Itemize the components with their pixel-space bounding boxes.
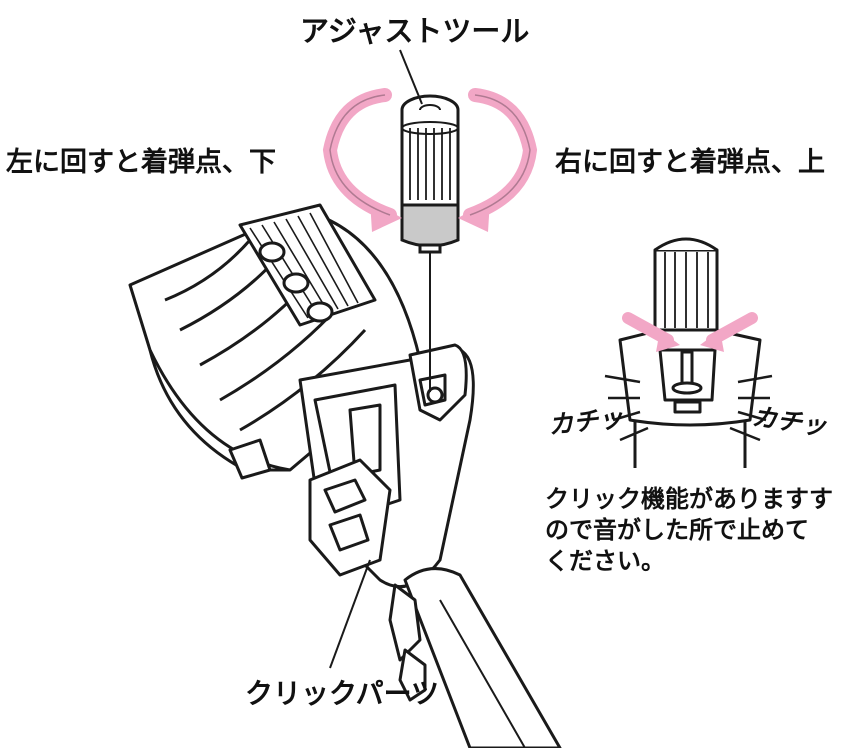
- click-detail: [604, 237, 773, 468]
- click-note: クリック機能がありますす ので音がした所で止めて ください。: [545, 484, 845, 577]
- right-turn-label: 右に回すと着弾点、上: [555, 147, 825, 178]
- click-detail-arrows: [622, 312, 758, 352]
- adjust-tool: [399, 49, 460, 392]
- click-note-line: ので音がした所で止めて: [545, 516, 809, 544]
- left-turn-label: 左に回すと着弾点、下: [6, 147, 276, 178]
- adjust-tool-label: アジャストツール: [300, 14, 530, 48]
- gun-body: [128, 203, 562, 750]
- rotation-arrows: [322, 88, 538, 232]
- click-note-line: クリック機能がありますす: [545, 485, 833, 513]
- click-note-line: ください。: [545, 547, 665, 575]
- click-parts-leader: [329, 559, 371, 669]
- click-parts-label: クリックパーツ: [245, 677, 440, 710]
